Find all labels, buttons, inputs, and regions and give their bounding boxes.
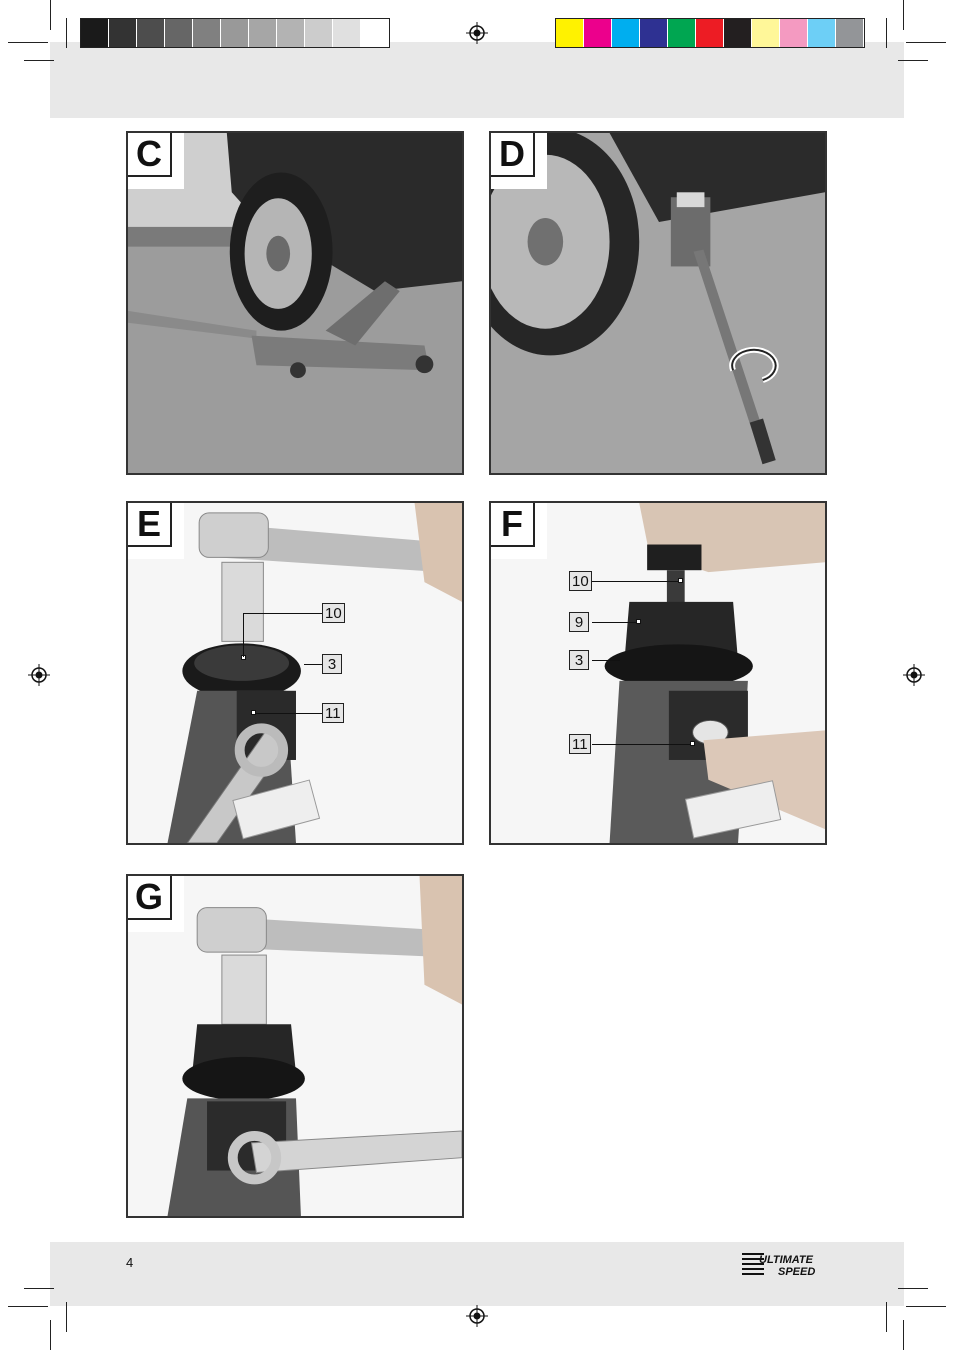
figure-c-label: C bbox=[126, 131, 184, 189]
ultimate-speed-logo: ULTIMATE SPEED bbox=[742, 1250, 830, 1278]
grayscale-swatch-6 bbox=[221, 19, 249, 47]
callout-10: 10 bbox=[569, 571, 592, 591]
color-swatch-5 bbox=[668, 19, 696, 47]
color-swatch-1 bbox=[556, 19, 584, 47]
registration-mark-icon bbox=[903, 664, 925, 686]
figure-f-label: F bbox=[489, 501, 547, 559]
figure-e-photo: E 10 3 11 bbox=[126, 501, 464, 845]
figure-f-photo: F 10 9 3 11 bbox=[489, 501, 827, 845]
logo-text-top: ULTIMATE bbox=[759, 1254, 814, 1266]
color-swatch-4 bbox=[640, 19, 668, 47]
callout-9: 9 bbox=[569, 612, 589, 632]
color-swatch-9 bbox=[780, 19, 808, 47]
figure-e-label: E bbox=[126, 501, 184, 559]
grayscale-swatch-10 bbox=[333, 19, 361, 47]
color-swatch-10 bbox=[808, 19, 836, 47]
callout-11: 11 bbox=[322, 703, 344, 723]
grayscale-swatch-2 bbox=[109, 19, 137, 47]
logo-text-bottom: SPEED bbox=[778, 1266, 815, 1278]
color-swatch-8 bbox=[752, 19, 780, 47]
figure-g-photo: G bbox=[126, 874, 464, 1218]
color-calibration-bar bbox=[555, 18, 865, 48]
figure-c-photo: C bbox=[126, 131, 464, 475]
color-swatch-7 bbox=[724, 19, 752, 47]
color-swatch-6 bbox=[696, 19, 724, 47]
color-swatch-3 bbox=[612, 19, 640, 47]
callout-3: 3 bbox=[569, 650, 589, 670]
callout-10: 10 bbox=[322, 603, 345, 623]
grayscale-swatch-1 bbox=[81, 19, 109, 47]
grayscale-swatch-8 bbox=[277, 19, 305, 47]
figure-g-label: G bbox=[126, 874, 184, 932]
grayscale-swatch-7 bbox=[249, 19, 277, 47]
callout-11: 11 bbox=[569, 734, 591, 754]
header-band bbox=[50, 42, 904, 118]
callout-3: 3 bbox=[322, 654, 342, 674]
grayscale-swatch-9 bbox=[305, 19, 333, 47]
registration-mark-icon bbox=[28, 664, 50, 686]
grayscale-swatch-4 bbox=[165, 19, 193, 47]
grayscale-swatch-5 bbox=[193, 19, 221, 47]
color-swatch-11 bbox=[836, 19, 864, 47]
grayscale-calibration-bar bbox=[80, 18, 390, 48]
figure-d-photo: D bbox=[489, 131, 827, 475]
figure-d-label: D bbox=[489, 131, 547, 189]
grayscale-swatch-3 bbox=[137, 19, 165, 47]
color-swatch-2 bbox=[584, 19, 612, 47]
registration-mark-icon bbox=[466, 1305, 488, 1327]
page-number: 4 bbox=[126, 1255, 133, 1270]
grayscale-swatch-11 bbox=[361, 19, 389, 47]
registration-mark-icon bbox=[466, 22, 488, 44]
